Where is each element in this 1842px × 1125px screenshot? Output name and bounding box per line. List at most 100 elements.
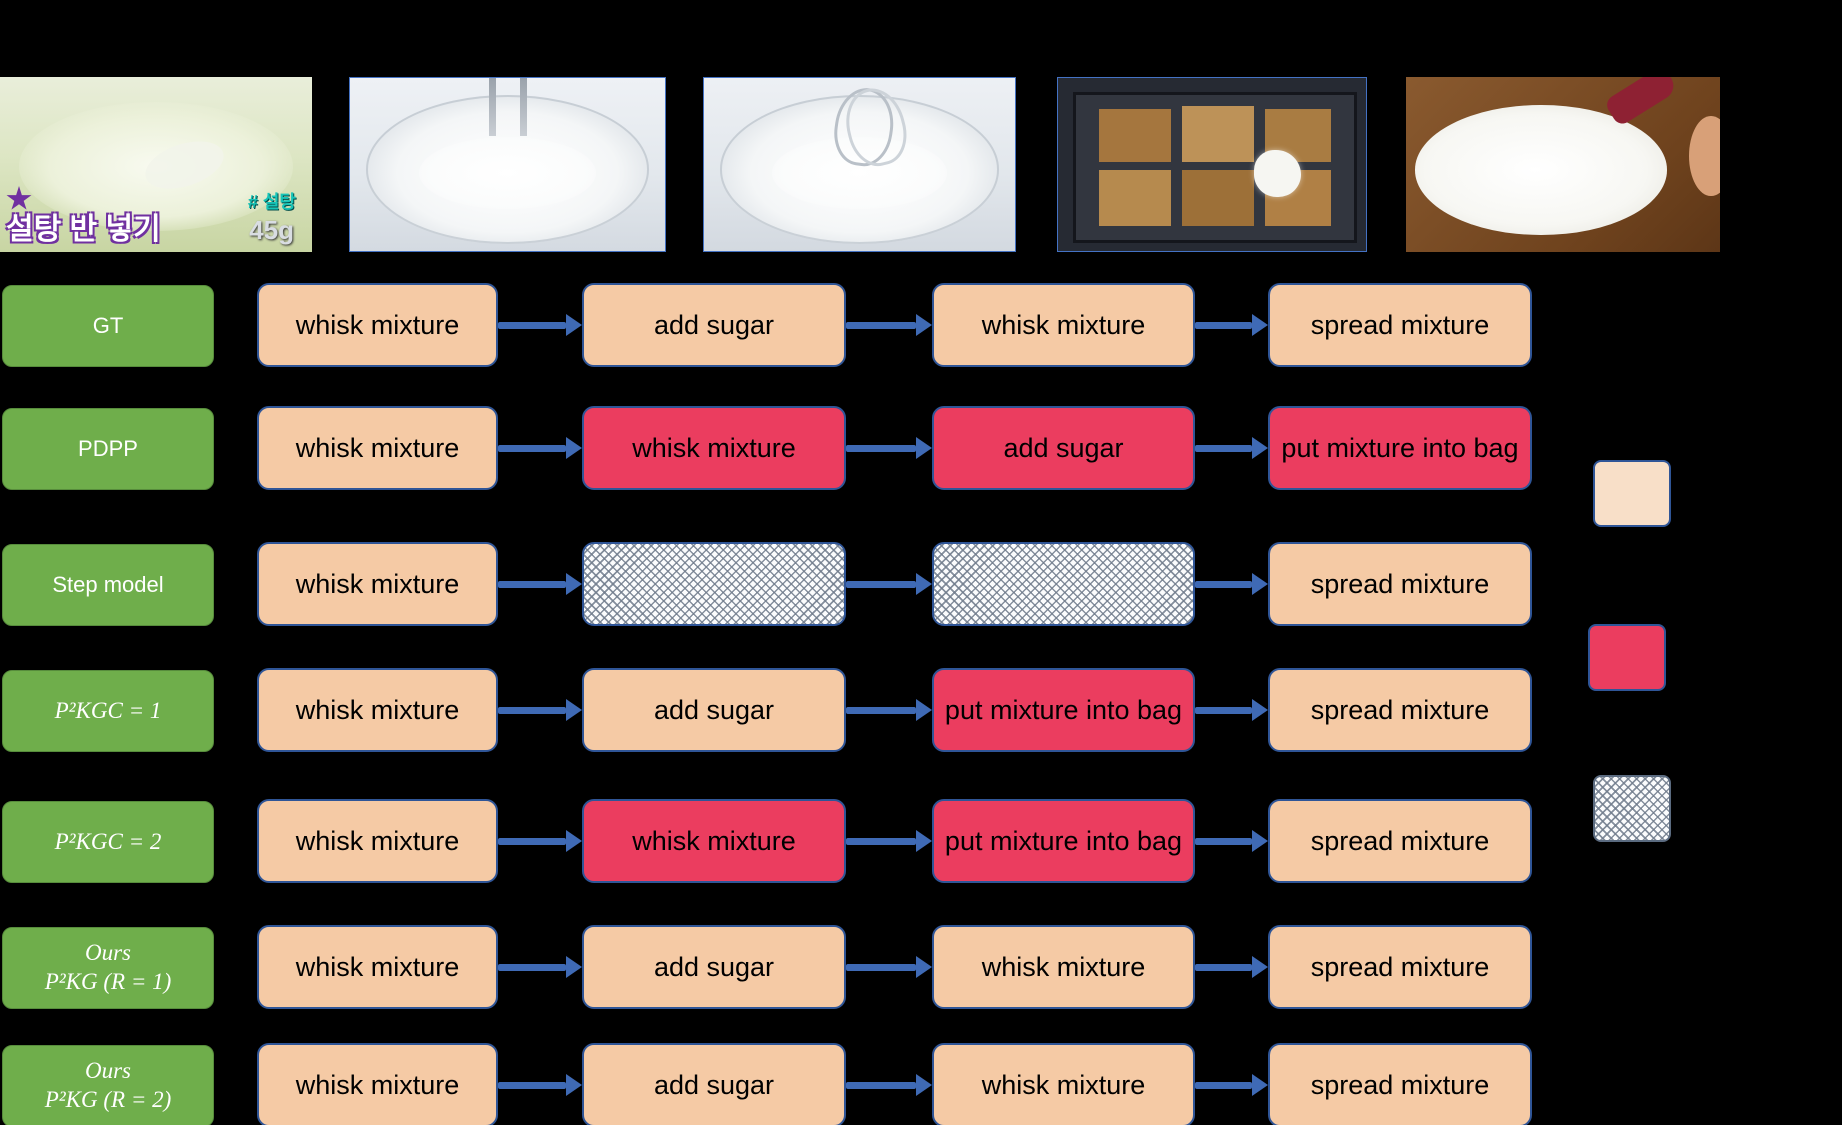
arrow-right-icon xyxy=(498,1074,582,1096)
arrow-right-icon xyxy=(1195,437,1268,459)
step-box: whisk mixture xyxy=(932,283,1195,367)
step-text: spread mixture xyxy=(1310,694,1490,725)
video-frame-whisk xyxy=(703,77,1016,252)
step-text: whisk mixture xyxy=(295,825,460,856)
legend-incorrect-swatch xyxy=(1588,624,1666,691)
step-text: whisk mixture xyxy=(981,309,1146,340)
step-text: spread mixture xyxy=(1310,951,1490,982)
row-ours-r1: Ours P²KG (R = 1) whisk mixture add suga… xyxy=(0,925,1842,1009)
mixer-beater-icon xyxy=(488,78,496,136)
arrow-right-icon xyxy=(498,956,582,978)
video-frame-tray xyxy=(1057,77,1367,252)
step-box: whisk mixture xyxy=(257,799,498,883)
parchment-square xyxy=(1181,170,1254,226)
step-box: spread mixture xyxy=(1268,799,1532,883)
arrow-right-icon xyxy=(498,830,582,852)
step-text: spread mixture xyxy=(1310,825,1490,856)
row-p2kgc-2: P²KGC = 2 whisk mixture whisk mixture pu… xyxy=(0,799,1842,883)
step-box: put mixture into bag xyxy=(1268,406,1532,490)
arrow-right-icon xyxy=(498,437,582,459)
step-text: spread mixture xyxy=(1310,568,1490,599)
step-box: whisk mixture xyxy=(257,668,498,752)
model-label-ours-r1: Ours P²KG (R = 1) xyxy=(2,927,214,1009)
step-text: whisk mixture xyxy=(295,1069,460,1100)
step-box: spread mixture xyxy=(1268,668,1532,752)
step-text: whisk mixture xyxy=(981,1069,1146,1100)
step-text: whisk mixture xyxy=(981,951,1146,982)
arrow-right-icon xyxy=(1195,956,1268,978)
step-box: whisk mixture xyxy=(932,1043,1195,1125)
step-box: add sugar xyxy=(932,406,1195,490)
step-box: spread mixture xyxy=(1268,1043,1532,1125)
hand xyxy=(1688,115,1720,196)
step-box: spread mixture xyxy=(1268,283,1532,367)
arrow-right-icon xyxy=(498,699,582,721)
step-text: whisk mixture xyxy=(295,309,460,340)
arrow-right-icon xyxy=(846,956,932,978)
step-box: whisk mixture xyxy=(582,799,846,883)
step-box: spread mixture xyxy=(1268,542,1532,626)
row-p2kgc-1: P²KGC = 1 whisk mixture add sugar put mi… xyxy=(0,668,1842,752)
model-label-ours-r2: Ours P²KG (R = 2) xyxy=(2,1045,214,1125)
step-text: add sugar xyxy=(653,694,775,725)
row-pdpp: PDPP whisk mixture whisk mixture add sug… xyxy=(0,406,1842,490)
arrow-right-icon xyxy=(498,573,582,595)
mixer-beater-icon xyxy=(520,78,528,136)
arrow-right-icon xyxy=(846,314,932,336)
model-label-gt: GT xyxy=(2,285,214,367)
row-ours-r2: Ours P²KG (R = 2) whisk mixture add suga… xyxy=(0,1043,1842,1125)
step-box: whisk mixture xyxy=(257,925,498,1009)
frame-caption-amount: 45g xyxy=(249,215,294,245)
arrow-right-icon xyxy=(1195,1074,1268,1096)
step-box: whisk mixture xyxy=(582,406,846,490)
frame-caption-badge: # 설탕 xyxy=(247,192,296,212)
row-step-model: Step model whisk mixture spread mixture xyxy=(0,542,1842,626)
arrow-right-icon xyxy=(846,573,932,595)
legend-correct-swatch xyxy=(1593,460,1671,527)
parchment-square xyxy=(1098,170,1171,226)
step-text: whisk mixture xyxy=(295,694,460,725)
arrow-right-icon xyxy=(1195,699,1268,721)
step-text: spread mixture xyxy=(1310,309,1490,340)
legend-empty-swatch xyxy=(1593,775,1671,842)
whipped-cream xyxy=(419,136,596,210)
spread-meringue xyxy=(1415,105,1667,235)
model-label-step-model: Step model xyxy=(2,544,214,626)
step-box: add sugar xyxy=(582,1043,846,1125)
step-box: whisk mixture xyxy=(932,925,1195,1009)
step-box-empty xyxy=(582,542,846,626)
step-box: whisk mixture xyxy=(257,1043,498,1125)
arrow-right-icon xyxy=(1195,830,1268,852)
step-text: add sugar xyxy=(1003,432,1124,463)
step-box: whisk mixture xyxy=(257,542,498,626)
step-text: put mixture into bag xyxy=(944,825,1183,856)
step-text: whisk mixture xyxy=(295,951,460,982)
step-text: add sugar xyxy=(653,309,775,340)
step-text: put mixture into bag xyxy=(944,694,1183,725)
arrow-right-icon xyxy=(846,699,932,721)
arrow-right-icon xyxy=(846,830,932,852)
row-gt: GT whisk mixture add sugar whisk mixture… xyxy=(0,283,1842,367)
video-frame-spread xyxy=(1406,77,1720,252)
step-text: add sugar xyxy=(653,1069,775,1100)
step-box: spread mixture xyxy=(1268,925,1532,1009)
arrow-right-icon xyxy=(1195,314,1268,336)
step-text: whisk mixture xyxy=(295,432,460,463)
arrow-right-icon xyxy=(1195,573,1268,595)
step-box: add sugar xyxy=(582,925,846,1009)
step-box: whisk mixture xyxy=(257,283,498,367)
model-label-p2kgc-2: P²KGC = 2 xyxy=(2,801,214,883)
model-label-p2kgc-1: P²KGC = 1 xyxy=(2,670,214,752)
arrow-right-icon xyxy=(498,314,582,336)
step-text: add sugar xyxy=(653,951,775,982)
step-box: whisk mixture xyxy=(257,406,498,490)
frame-caption-main: 설탕 반 넣기 xyxy=(6,213,161,246)
step-box: add sugar xyxy=(582,668,846,752)
arrow-right-icon xyxy=(846,437,932,459)
step-box-empty xyxy=(932,542,1195,626)
parchment-square xyxy=(1098,109,1171,162)
whipped-cream xyxy=(772,136,947,210)
spatula-icon xyxy=(1603,77,1679,127)
model-label-pdpp: PDPP xyxy=(2,408,214,490)
